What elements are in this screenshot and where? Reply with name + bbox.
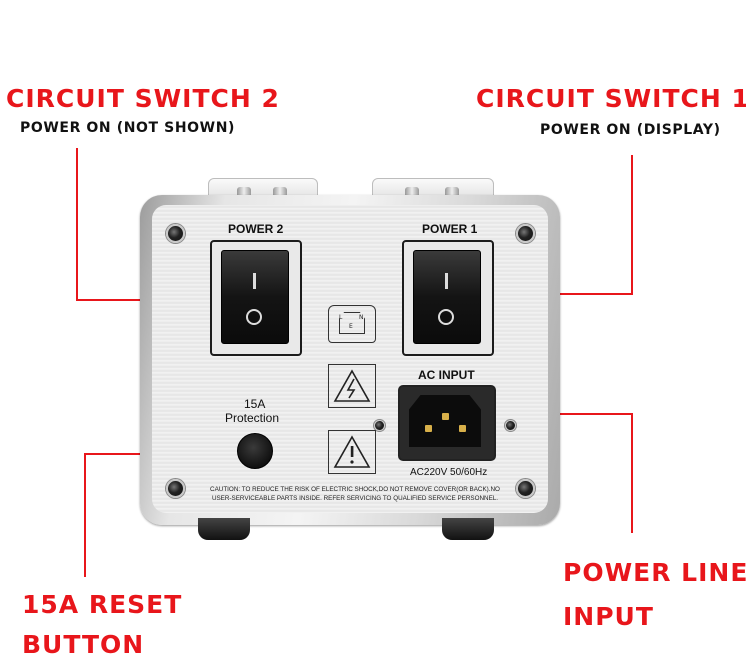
power-1-switch[interactable] [402, 240, 494, 356]
socket-symbol-icon: L E N [328, 305, 376, 343]
screw-socket-right [505, 420, 516, 431]
socket-pin-left [425, 425, 432, 432]
circuit-switch-2-subtitle: POWER ON (NOT SHOWN) [20, 120, 236, 136]
socket-letter-n: N [359, 314, 364, 321]
screw-top-left [166, 224, 185, 243]
switch-2-leader-vertical [76, 148, 78, 301]
foot-left [198, 518, 250, 540]
power-1-label: POWER 1 [422, 222, 478, 236]
on-symbol-icon [445, 273, 448, 289]
high-voltage-warning-icon [328, 364, 376, 408]
device-rear-panel [140, 195, 560, 525]
screw-bottom-left [166, 479, 185, 498]
socket-letter-l: L [339, 314, 343, 321]
power-2-label: POWER 2 [228, 222, 284, 236]
screw-top-right [516, 224, 535, 243]
ac-input-socket[interactable] [398, 385, 496, 461]
iec-socket-recess [409, 395, 481, 447]
protection-rating-label: 15A [244, 397, 266, 411]
power-line-leader-vertical [631, 413, 633, 533]
off-symbol-icon [246, 309, 262, 325]
screw-bottom-right [516, 479, 535, 498]
reset-button[interactable] [237, 433, 273, 469]
foot-right [442, 518, 494, 540]
reset-button-title: 15A RESET [22, 590, 183, 619]
socket-pin-right [459, 425, 466, 432]
off-symbol-icon [438, 309, 454, 325]
caution-warning-icon [328, 430, 376, 474]
power-1-rocker[interactable] [413, 250, 481, 344]
socket-letter-e: E [349, 323, 353, 330]
screw-socket-left [374, 420, 385, 431]
circuit-switch-1-title: CIRCUIT SWITCH 1 [476, 84, 746, 113]
caution-notice: CAUTION: TO REDUCE THE RISK OF ELECTRIC … [210, 486, 500, 502]
reset-leader-vertical [84, 453, 86, 577]
reset-button-title-cont: BUTTON [22, 630, 145, 659]
voltage-rating-label: AC220V 50/60Hz [410, 467, 488, 478]
ac-input-label: AC INPUT [418, 368, 475, 382]
circuit-switch-1-subtitle: POWER ON (DISPLAY) [540, 122, 721, 138]
power-2-switch[interactable] [210, 240, 302, 356]
protection-label: Protection [225, 411, 280, 425]
power-line-title-line2: INPUT [563, 602, 654, 631]
on-symbol-icon [253, 273, 256, 289]
power-2-rocker[interactable] [221, 250, 289, 344]
socket-pin-earth [442, 413, 449, 420]
reset-leader-horizontal [84, 453, 144, 455]
power-line-title-line1: POWER LINE [563, 558, 746, 587]
circuit-switch-2-title: CIRCUIT SWITCH 2 [6, 84, 280, 113]
switch-1-leader-vertical [631, 155, 633, 295]
